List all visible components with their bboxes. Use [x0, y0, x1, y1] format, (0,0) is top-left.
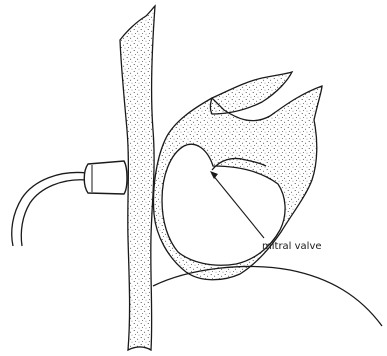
mitral-valve-label: mitral valve [262, 241, 322, 252]
transducer-probe [84, 161, 127, 194]
